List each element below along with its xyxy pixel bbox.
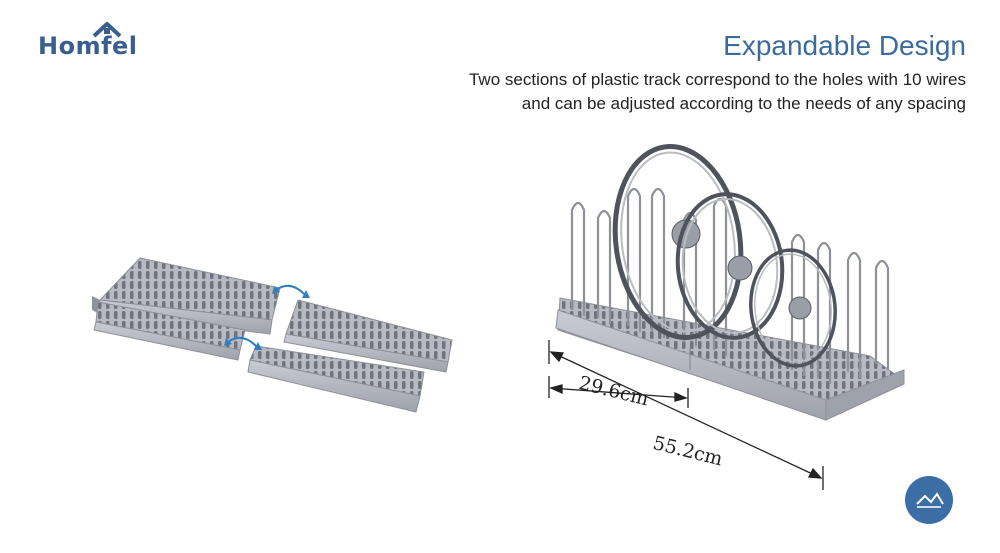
page-title: Expandable Design — [723, 30, 966, 61]
mountain-badge-icon — [905, 476, 953, 524]
description-line-2: and can be adjusted according to the nee… — [521, 94, 966, 113]
house-roof-icon — [92, 22, 122, 38]
description-line-1: Two sections of plastic track correspond… — [468, 70, 966, 89]
dimension-lines — [548, 340, 824, 490]
brand-name: Homfel — [38, 32, 138, 60]
page-description: Two sections of plastic track correspond… — [346, 68, 966, 116]
brand-logo: Homfel — [38, 22, 138, 60]
track-pieces — [92, 257, 453, 413]
assembled-rack — [555, 144, 905, 421]
mountain-icon — [916, 492, 944, 508]
swap-arrow-icon — [224, 284, 310, 350]
